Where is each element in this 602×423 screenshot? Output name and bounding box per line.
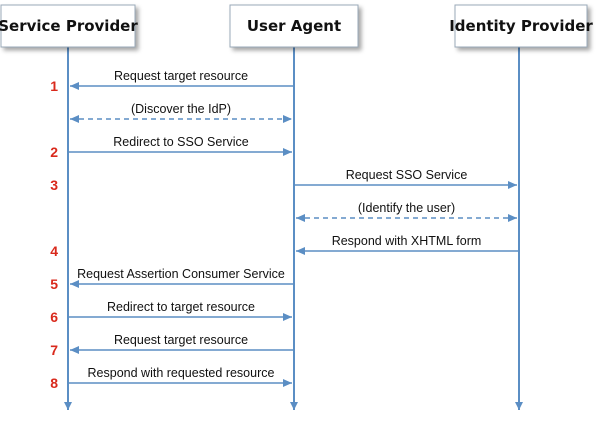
message-2: (Discover the IdP) [70, 102, 292, 123]
message-label: Respond with XHTML form [332, 234, 482, 248]
actors: Service Provider User Agent Identity Provi… [0, 4, 593, 48]
message-label: Request target resource [114, 333, 248, 347]
message-label: (Discover the IdP) [131, 102, 231, 116]
step-number: 2 [50, 144, 58, 160]
message-4: Request SSO Service 3 [50, 168, 517, 193]
step-number: 5 [50, 276, 58, 292]
message-label: Respond with requested resource [88, 366, 275, 380]
message-6: Respond with XHTML form 4 [50, 234, 519, 259]
actor-ua: User Agent [229, 4, 359, 48]
message-8: Redirect to target resource 6 [50, 300, 292, 325]
step-number: 1 [50, 78, 58, 94]
step-number: 6 [50, 309, 58, 325]
message-10: Respond with requested resource 8 [50, 366, 292, 391]
actor-idp: Identity Provider [449, 4, 593, 48]
message-3: Redirect to SSO Service 2 [50, 135, 292, 160]
message-7: Request Assertion Consumer Service 5 [50, 267, 294, 292]
message-5: (Identify the user) [296, 201, 517, 222]
message-label: Redirect to target resource [107, 300, 255, 314]
actor-box [229, 4, 359, 48]
message-label: Request Assertion Consumer Service [77, 267, 285, 281]
step-number: 8 [50, 375, 58, 391]
step-number: 3 [50, 177, 58, 193]
message-label: Request SSO Service [346, 168, 468, 182]
message-label: Request target resource [114, 69, 248, 83]
actor-box [454, 4, 588, 48]
actor-box [0, 4, 136, 48]
message-9: Request target resource 7 [50, 333, 294, 358]
message-1: Request target resource 1 [50, 69, 294, 94]
message-label: (Identify the user) [358, 201, 455, 215]
actor-sp: Service Provider [0, 4, 138, 48]
actor-label: Service Provider [0, 17, 138, 35]
step-number: 7 [50, 342, 58, 358]
message-label: Redirect to SSO Service [113, 135, 249, 149]
actor-label: User Agent [247, 17, 341, 35]
actor-label: Identity Provider [449, 17, 593, 35]
messages: Request target resource 1 (Discover the Id… [50, 69, 519, 391]
step-number: 4 [50, 243, 58, 259]
